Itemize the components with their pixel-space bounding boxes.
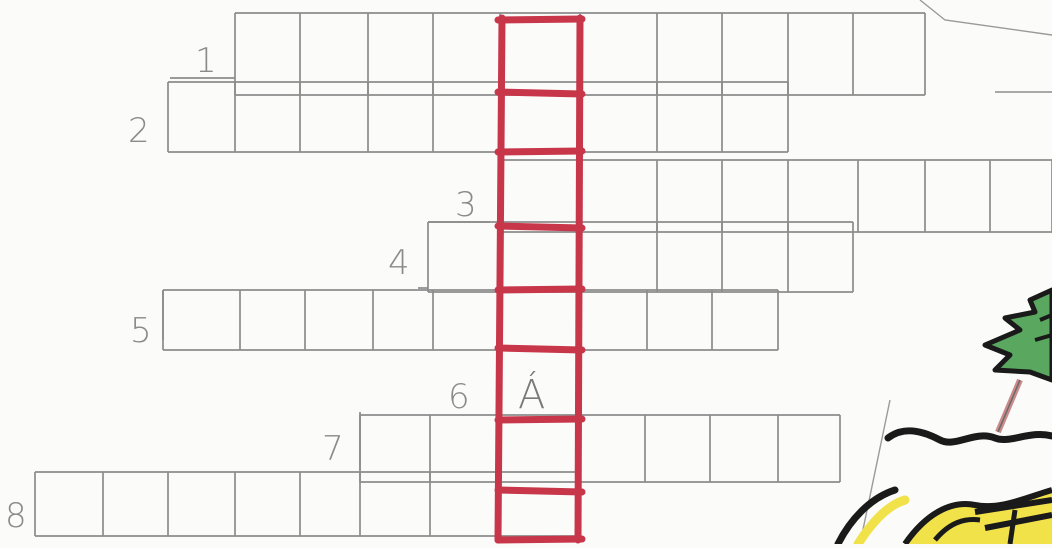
tree-drawing	[985, 290, 1052, 432]
clue-number-1: 1	[195, 41, 217, 81]
vertical-answer-column	[498, 18, 582, 540]
red-column-rung	[498, 490, 582, 492]
clue-number-7: 7	[322, 429, 344, 469]
red-column-rung	[498, 348, 582, 350]
red-column-rung	[498, 419, 582, 420]
clue-number-4: 4	[388, 243, 410, 283]
red-column-rung	[498, 92, 582, 94]
prefilled-letter: Á	[518, 370, 545, 418]
clue-number-2: 2	[128, 111, 150, 151]
clue-number-8: 8	[5, 496, 27, 536]
clue-number-6: 6	[448, 377, 470, 417]
red-column-rung	[498, 19, 582, 20]
red-column-rung	[498, 289, 582, 290]
red-column-rung	[498, 539, 582, 540]
clue-number-3: 3	[455, 185, 477, 225]
landscape-drawing	[838, 400, 1052, 544]
red-column-left-rail	[498, 18, 502, 540]
red-column-rung	[498, 226, 582, 228]
grid-row-5	[163, 290, 778, 350]
red-column-rung	[498, 151, 582, 152]
clue-number-5: 5	[130, 311, 152, 351]
paper-fold-edge	[920, 0, 1052, 35]
grid-row-2	[168, 82, 788, 152]
